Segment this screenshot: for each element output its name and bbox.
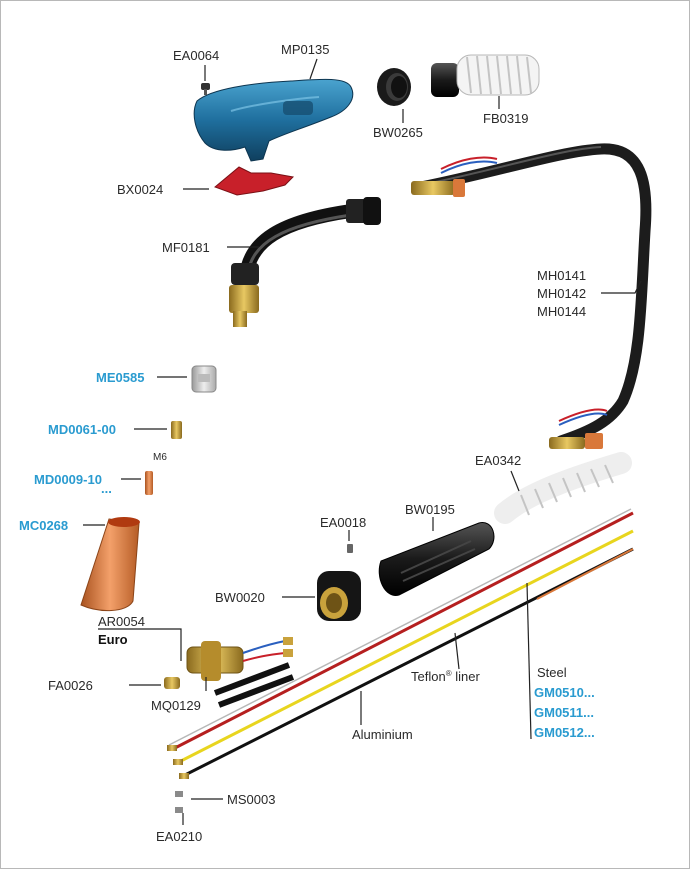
label-mh0142: MH0142 <box>537 286 586 301</box>
label-mc0268[interactable]: MC0268 <box>19 518 68 533</box>
label-m6: M6 <box>153 452 167 463</box>
teflon-liner-text: liner <box>452 669 481 684</box>
label-aluminium: Aluminium <box>352 727 413 742</box>
screw-ea0018 <box>347 544 353 553</box>
label-mq0129: MQ0129 <box>151 698 201 713</box>
swan-neck-mf0181 <box>229 197 381 327</box>
label-ms0003: MS0003 <box>227 792 275 807</box>
nut-fa0026 <box>164 677 180 689</box>
tip-holder-md0061 <box>171 421 182 439</box>
label-me0585[interactable]: ME0585 <box>96 370 144 385</box>
label-bx0024: BX0024 <box>117 182 163 197</box>
label-gm0511[interactable]: GM0511... <box>534 705 594 720</box>
nut-bw0020 <box>317 571 361 621</box>
label-mh0144: MH0144 <box>537 304 586 319</box>
leader-lines <box>83 58 642 825</box>
screw-ea0064 <box>201 83 210 95</box>
label-mf0181: MF0181 <box>162 240 210 255</box>
label-md0009[interactable]: MD0009-10 <box>34 472 102 487</box>
handle-rear-bw0195 <box>378 522 495 596</box>
label-bw0195: BW0195 <box>405 502 455 517</box>
label-ea0342: EA0342 <box>475 453 521 468</box>
diffuser-me0585 <box>191 365 217 393</box>
label-bw0265: BW0265 <box>373 125 423 140</box>
sleeves-mq0129 <box>213 662 295 708</box>
spring-support-fb0319 <box>431 54 540 97</box>
label-ea0018: EA0018 <box>320 515 366 530</box>
label-bw0020: BW0020 <box>215 590 265 605</box>
teflon-text: Teflon <box>411 669 446 684</box>
label-euro: Euro <box>98 632 128 647</box>
label-fa0026: FA0026 <box>48 678 93 693</box>
teflon-reg: ® <box>446 669 452 678</box>
label-md0061[interactable]: MD0061-00 <box>48 422 116 437</box>
handle-mp0135 <box>193 78 354 162</box>
label-gm0510[interactable]: GM0510... <box>534 685 595 700</box>
label-steel: Steel <box>537 665 567 680</box>
liners <box>167 508 634 813</box>
label-gm0512[interactable]: GM0512... <box>534 725 595 740</box>
label-ea0210: EA0210 <box>156 829 202 844</box>
label-mp0135: MP0135 <box>281 42 329 57</box>
euro-connector-ar0054 <box>186 637 293 681</box>
nozzle-mc0268 <box>80 517 140 611</box>
contact-tip-md0009 <box>145 471 153 495</box>
spring-ea0342 <box>494 452 632 524</box>
label-md0009-more[interactable]: ... <box>101 481 112 496</box>
label-fb0319: FB0319 <box>483 111 529 126</box>
ring-bw0265 <box>377 68 411 106</box>
label-ea0064: EA0064 <box>173 48 219 63</box>
cable-mh0141 <box>411 143 652 449</box>
label-teflon-liner: Teflon® liner <box>411 669 480 684</box>
trigger-bx0024 <box>214 166 295 196</box>
label-mh0141: MH0141 <box>537 268 586 283</box>
label-ar0054: AR0054 <box>98 614 145 629</box>
